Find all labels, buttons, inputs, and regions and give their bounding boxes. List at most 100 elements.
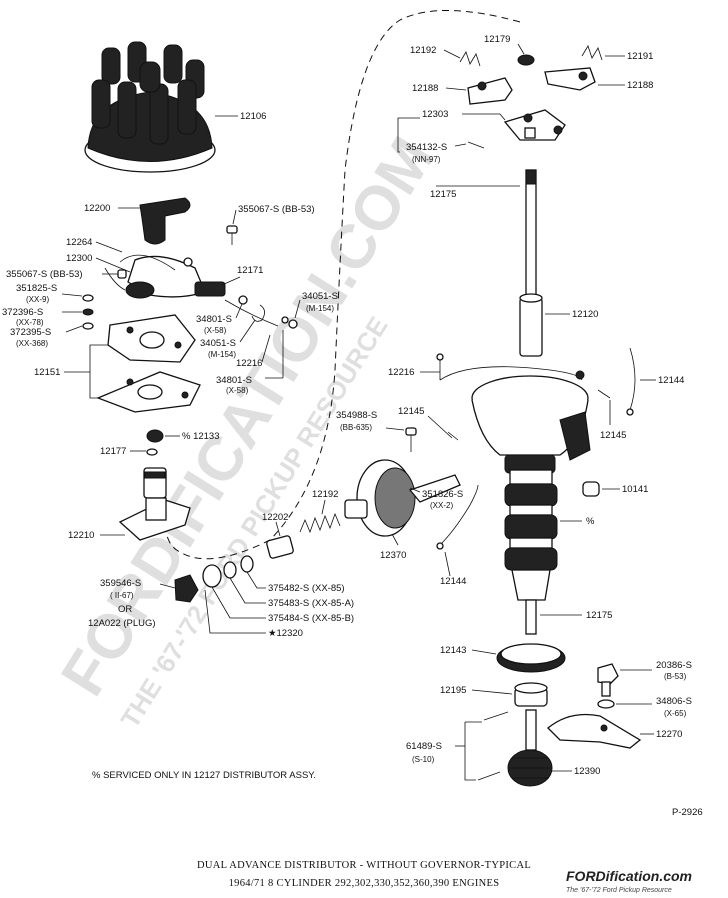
label-359546: 359546-S (100, 578, 141, 589)
label-12175-a: 12175 (430, 189, 456, 200)
bushing-12133 (146, 429, 164, 443)
sleeve-12120 (519, 293, 543, 357)
label-359546-code: ( II-67) (110, 591, 134, 600)
label-12195: 12195 (440, 685, 466, 696)
label-12192-a: 12192 (410, 45, 436, 56)
label-12320: ★12320 (268, 628, 303, 639)
label-34051-b-code: (M-154) (208, 350, 236, 359)
clip-12177 (146, 448, 158, 456)
label-372396-code: (XX-78) (16, 318, 44, 327)
label-351826: 351826-S (422, 489, 463, 500)
label-12202: 12202 (262, 512, 288, 523)
label-12106: 12106 (240, 111, 266, 122)
caption-line-2: 1964/71 8 CYLINDER 292,302,330,352,360,3… (229, 878, 500, 889)
label-12120: 12120 (572, 309, 598, 320)
sleeve-12202 (266, 535, 294, 559)
label-12210: 12210 (68, 530, 94, 541)
label-354132-code: (NN-97) (412, 155, 441, 164)
label-372396: 372396-S (2, 307, 43, 318)
label-12191: 12191 (627, 51, 653, 62)
label-61489-code: (S-10) (412, 755, 435, 764)
clamp-12270 (547, 713, 642, 749)
caption-line-1: DUAL ADVANCE DISTRIBUTOR - WITHOUT GOVER… (197, 860, 531, 871)
label-12188-b: 12188 (627, 80, 653, 91)
label-20386-code: (B-53) (664, 672, 687, 681)
breaker-plates (96, 314, 201, 413)
label-34801-a: 34801-S (196, 314, 232, 325)
label-61489: 61489-S (406, 741, 442, 752)
label-12192-b: 12192 (312, 489, 338, 500)
serviced-note: % SERVICED ONLY IN 12127 DISTRIBUTOR ASS… (92, 770, 316, 781)
label-372395-code: (XX-368) (16, 339, 48, 348)
label-10141: 10141 (622, 484, 648, 495)
bolt-10141 (582, 481, 600, 497)
rotor (139, 197, 191, 245)
label-12144-b: 12144 (440, 576, 466, 587)
label-351826-code: (XX-2) (430, 501, 453, 510)
distributor-cap (84, 41, 216, 173)
label-34051-b: 34051-S (200, 338, 236, 349)
label-12200: 12200 (84, 203, 110, 214)
label-20386: 20386-S (656, 660, 692, 671)
spring-12192-top (459, 51, 481, 67)
bolt-359546 (174, 574, 199, 603)
spring-12191 (581, 45, 603, 61)
weight-12188-right (544, 67, 596, 91)
label-351825-code: (XX-9) (26, 295, 49, 304)
label-354132: 354132-S (406, 142, 447, 153)
label-34806: 34806-S (656, 696, 692, 707)
label-12133: % 12133 (182, 431, 220, 442)
pins-61489 (477, 711, 509, 781)
label-355067-bb53: 355067-S (BB-53) (6, 269, 83, 280)
label-372395: 372395-S (10, 327, 51, 338)
collar-12195 (514, 682, 548, 707)
clip-12144-upper (626, 347, 636, 416)
label-354988-code: (BB-635) (340, 423, 372, 432)
watermark: FORDIFICATION.COM THE '67-'72 FORD PICKU… (48, 126, 447, 734)
label-12151: 12151 (34, 367, 60, 378)
label-354988: 354988-S (336, 410, 377, 421)
collar-12143 (496, 643, 566, 673)
label-12175-b: 12175 (586, 610, 612, 621)
cam-plate-12303 (503, 109, 566, 141)
gear-12390 (507, 709, 553, 787)
label-or: OR (118, 604, 132, 615)
label-34806-code: (X-65) (664, 709, 687, 718)
label-351825: 351825-S (16, 283, 57, 294)
spring-12192 (299, 512, 341, 534)
label-12145-b: 12145 (600, 430, 626, 441)
screw-355067-top (226, 225, 238, 245)
label-355067-top: 355067-S (BB-53) (238, 204, 315, 215)
clip-12144-lower (436, 484, 479, 550)
shaft-12175-upper (525, 169, 537, 301)
pin-354132 (467, 141, 485, 149)
vacuum-link-12210 (118, 467, 191, 541)
label-12300: 12300 (66, 253, 92, 264)
logo-tagline: The '67-'72 Ford Pickup Resource (566, 887, 672, 894)
label-12216-a: 12216 (236, 358, 262, 369)
logo-name: FORDification.com (566, 868, 692, 884)
label-12216-b: 12216 (388, 367, 414, 378)
figure-number: P-2926 (672, 807, 703, 818)
breaker-points-assembly (104, 254, 298, 329)
fordification-logo: FORDification.com The '67-'72 Ford Picku… (566, 868, 692, 894)
label-375484: 375484-S (XX-85-B) (268, 613, 354, 624)
label-12171: 12171 (237, 265, 263, 276)
label-12177: 12177 (100, 446, 126, 457)
screw-354988 (405, 427, 417, 452)
label-34051-a: 34051-S (302, 291, 338, 302)
label-12303: 12303 (422, 109, 448, 120)
weight-12188-left (467, 77, 513, 105)
label-34051-a-code: (M-154) (306, 304, 334, 313)
label-34801-a-code: (X-58) (204, 326, 227, 335)
label-12370: 12370 (380, 550, 406, 561)
label-34801-b: 34801-S (216, 375, 252, 386)
label-12145-a: 12145 (398, 406, 424, 417)
label-375483: 375483-S (XX-85-A) (268, 598, 354, 609)
label-34801-b-code: (X-58) (226, 386, 249, 395)
label-12270: 12270 (656, 729, 682, 740)
label-12188-a: 12188 (412, 83, 438, 94)
label-percent-housing: % (586, 516, 595, 527)
label-375482: 375482-S (XX-85) (268, 583, 345, 594)
bolt-20386 (597, 663, 619, 709)
